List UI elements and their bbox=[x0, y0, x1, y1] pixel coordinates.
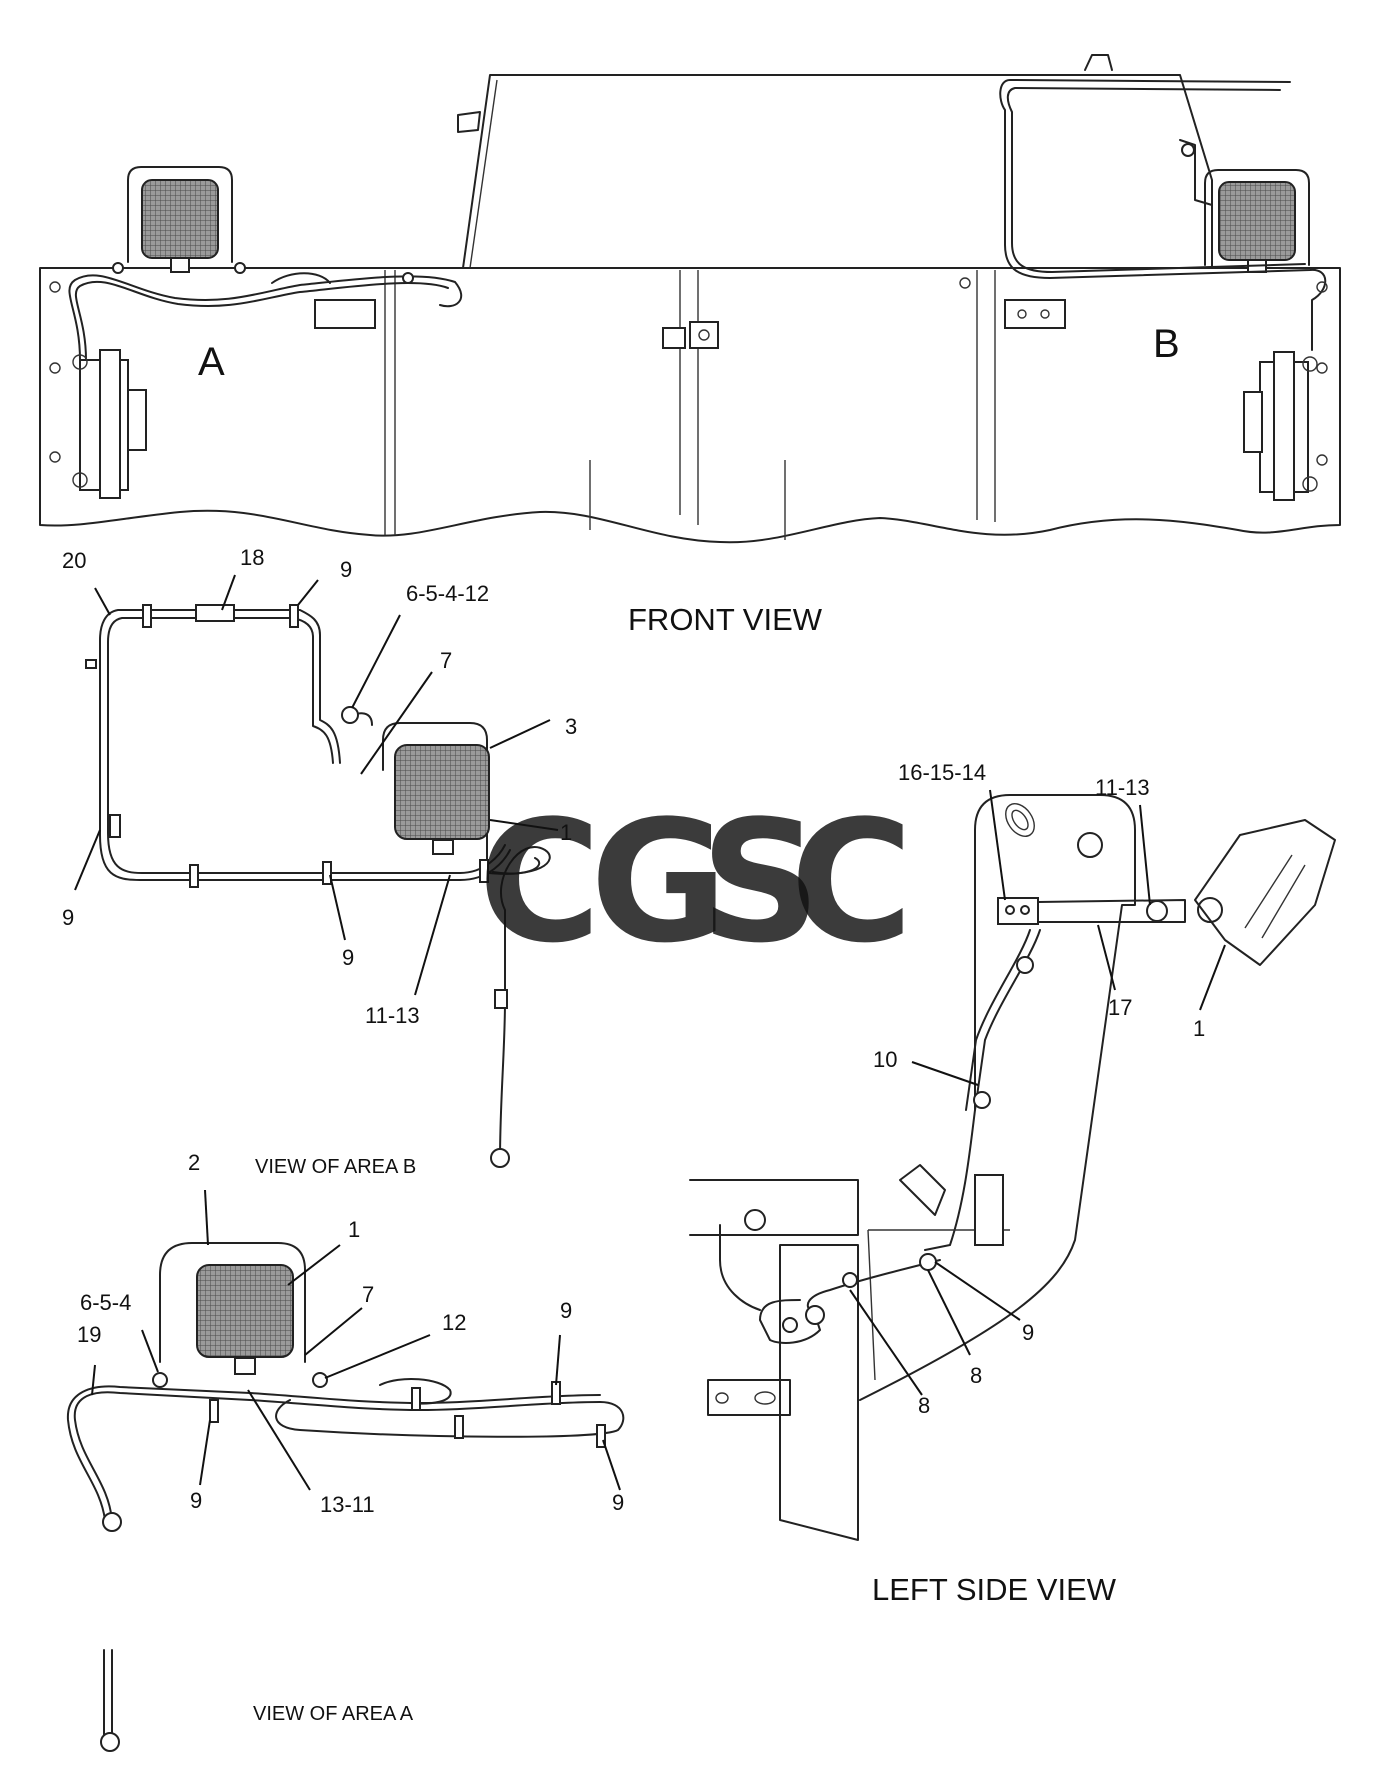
watermark-letter-g: G bbox=[590, 784, 728, 980]
left-side-view-title: LEFT SIDE VIEW bbox=[872, 1572, 1117, 1607]
callout-9: 9 bbox=[1022, 1320, 1034, 1345]
callout-13-11: 13-11 bbox=[320, 1492, 375, 1517]
callout-11-13: 11-13 bbox=[1095, 775, 1150, 800]
front-view-title: FRONT VIEW bbox=[628, 602, 823, 637]
callout-8: 8 bbox=[970, 1363, 982, 1388]
area-a-label: A bbox=[198, 340, 225, 384]
callout-12: 12 bbox=[442, 1310, 466, 1335]
watermark-letter-c1: C bbox=[478, 784, 601, 980]
callout-19: 19 bbox=[77, 1322, 101, 1347]
left-side-view-callouts: 16-15-14 11-13 17 1 10 9 8 8 bbox=[873, 760, 1205, 1418]
callout-6-5-4-12: 6-5-4-12 bbox=[406, 581, 489, 606]
area-b-title: VIEW OF AREA B bbox=[255, 1156, 416, 1178]
callout-20: 20 bbox=[62, 548, 86, 573]
watermark-letter-c2: C bbox=[790, 784, 913, 980]
cgsc-watermark: C G S C bbox=[478, 784, 913, 980]
front-view-drawing: A B bbox=[39, 54, 1341, 544]
callout-9: 9 bbox=[340, 557, 352, 582]
callout-1: 1 bbox=[348, 1217, 360, 1242]
callout-8: 8 bbox=[918, 1393, 930, 1418]
callout-9: 9 bbox=[62, 905, 74, 930]
callout-9: 9 bbox=[612, 1490, 624, 1515]
callout-9: 9 bbox=[560, 1298, 572, 1323]
callout-9: 9 bbox=[342, 945, 354, 970]
callout-9: 9 bbox=[190, 1488, 202, 1513]
watermark-letter-s: S bbox=[700, 784, 821, 980]
callout-16-15-14: 16-15-14 bbox=[898, 760, 986, 785]
area-b-drawing bbox=[74, 574, 559, 1168]
callout-3: 3 bbox=[565, 714, 577, 739]
callout-7: 7 bbox=[440, 648, 452, 673]
callout-10: 10 bbox=[873, 1047, 897, 1072]
area-b-label: B bbox=[1153, 322, 1180, 366]
area-a-callouts: 2 1 6-5-4 7 12 9 19 9 13-11 9 bbox=[77, 1150, 624, 1517]
callout-7: 7 bbox=[362, 1282, 374, 1307]
left-side-view-drawing bbox=[689, 789, 1336, 1541]
callout-11-13: 11-13 bbox=[365, 1003, 420, 1028]
area-b-callouts: 20 18 9 6-5-4-12 7 3 1 9 9 11-13 bbox=[62, 545, 577, 1028]
callout-17: 17 bbox=[1108, 995, 1132, 1020]
area-a-drawing bbox=[66, 1189, 625, 1752]
callout-2: 2 bbox=[188, 1150, 200, 1175]
callout-1: 1 bbox=[560, 820, 572, 845]
area-a-title: VIEW OF AREA A bbox=[253, 1703, 414, 1725]
callout-18: 18 bbox=[240, 545, 264, 570]
callout-6-5-4: 6-5-4 bbox=[80, 1290, 131, 1315]
callout-1: 1 bbox=[1193, 1016, 1205, 1041]
